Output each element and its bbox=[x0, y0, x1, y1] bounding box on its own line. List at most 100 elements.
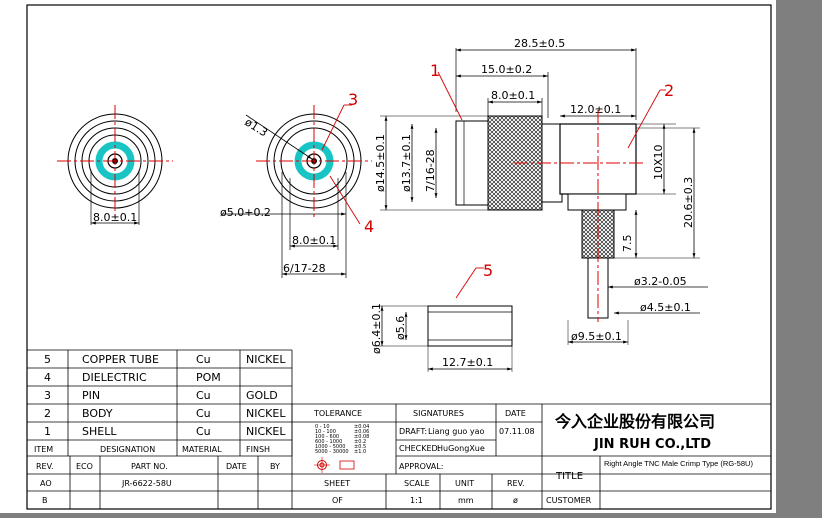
bom-cell-finish: GOLD bbox=[246, 389, 278, 402]
title-block bbox=[291, 403, 771, 509]
bom-header-finish: FINSH bbox=[246, 445, 270, 454]
bom-cell-item: 4 bbox=[44, 371, 51, 384]
rev-row-0-part: JR-6622-58U bbox=[121, 479, 172, 488]
tolerance-cell: 600 - 1000 bbox=[315, 439, 342, 445]
dim-thread: 6/17-28 bbox=[283, 262, 326, 275]
sheet-value: OF bbox=[332, 496, 343, 505]
title-value-box: Right Angle TNC Male Crimp Type (RG-58U) bbox=[604, 459, 753, 468]
tolerance-cell: 1000 - 5000 bbox=[315, 444, 345, 450]
title-label: TITLE bbox=[555, 471, 583, 482]
bom-cell-material: Cu bbox=[196, 353, 211, 366]
dim-dielectric-dia: ø5.0+0.2 bbox=[220, 206, 271, 219]
callout-2: 2 bbox=[664, 81, 674, 100]
dim-dia-45: ø4.5±0.1 bbox=[640, 301, 691, 314]
tolerance-cell: ±0.2 bbox=[354, 439, 366, 445]
bom-header-material: MATERIAL bbox=[182, 445, 222, 454]
bom-cell-finish: NICKEL bbox=[246, 407, 286, 420]
date-value: 07.11.08 bbox=[499, 427, 535, 436]
bom-cell-finish: NICKEL bbox=[246, 425, 286, 438]
tolerance-cell: ±0.5 bbox=[354, 444, 366, 450]
drawing-frame bbox=[26, 4, 772, 510]
dim-pin-dia: ø1.3 bbox=[242, 116, 269, 140]
date-label: DATE bbox=[505, 409, 526, 418]
rev-value: ø bbox=[513, 496, 518, 505]
checked-label: CHECKED: bbox=[399, 444, 440, 453]
bom-cell-item: 1 bbox=[44, 425, 51, 438]
rev-row-1-rev: B bbox=[42, 496, 48, 505]
customer-label: CUSTOMER bbox=[546, 496, 592, 505]
rev-label: REV. bbox=[507, 479, 525, 488]
dim-dia-32: ø3.2-0.05 bbox=[634, 275, 687, 288]
copper-tube-view: ø6.4±0.1 ø5.6 12.7±0.1 5 bbox=[370, 261, 513, 372]
bom-cell-name: DIELECTRIC bbox=[82, 371, 147, 384]
tolerance-cell: ±1.0 bbox=[354, 449, 366, 455]
dim-nut-length: 8.0±0.1 bbox=[491, 89, 535, 102]
bom-cell-name: BODY bbox=[82, 407, 113, 420]
bom-cell-item: 2 bbox=[44, 407, 51, 420]
bom-cell-material: Cu bbox=[196, 425, 211, 438]
bom-cell-material: Cu bbox=[196, 389, 211, 402]
tolerance-cell: ±0.04 bbox=[354, 424, 369, 430]
dim-dia-95: ø9.5±0.1 bbox=[571, 330, 622, 343]
bom-header-name: DESIGNATION bbox=[100, 445, 155, 454]
dim-dia-145: ø14.5±0.1 bbox=[374, 134, 387, 192]
revision-table bbox=[27, 456, 542, 509]
dim-height: 20.6±0.3 bbox=[682, 177, 695, 228]
front-view-left: 8.0±0.1 bbox=[57, 105, 173, 225]
tolerance-cell: ±0.08 bbox=[354, 434, 369, 440]
rev-header-by: BY bbox=[270, 462, 280, 471]
callout-3: 3 bbox=[348, 90, 358, 109]
bom-cell-material: POM bbox=[196, 371, 221, 384]
tolerance-cell: 10 - 100 bbox=[315, 429, 336, 435]
sheet-label: SHEET bbox=[324, 479, 350, 488]
bom-cell-finish: NICKEL bbox=[246, 353, 286, 366]
dim-tube-len: 12.7±0.1 bbox=[442, 356, 493, 369]
dim-overall-length: 28.5±0.5 bbox=[514, 37, 565, 50]
rev-header-date: DATE bbox=[226, 462, 247, 471]
unit-value: mm bbox=[458, 496, 474, 505]
dim-head-size: 10X10 bbox=[652, 144, 665, 180]
dim-tube-od: ø6.4±0.1 bbox=[370, 303, 383, 354]
bom-header-item: ITEM bbox=[34, 445, 53, 454]
bom-cell-item: 3 bbox=[44, 389, 51, 402]
dim-front-left-dia: 8.0±0.1 bbox=[93, 211, 137, 224]
dim-thread-716: 7/16-28 bbox=[424, 149, 437, 192]
bom-cell-item: 5 bbox=[44, 353, 51, 366]
bom-cell-name: COPPER TUBE bbox=[82, 353, 159, 366]
scale-value: 1:1 bbox=[410, 496, 423, 505]
callout-1: 1 bbox=[430, 61, 440, 80]
dim-dia-137: ø13.7±0.1 bbox=[400, 134, 413, 192]
side-view: 28.5±0.5 15.0±0.2 8.0±0.1 12.0±0.1 ø14.5… bbox=[374, 37, 708, 345]
company-english: JIN RUH CO.,LTD bbox=[593, 437, 711, 452]
drawing-sheet: 8.0±0.1 ø1.3 ø5.0+0.2 8.0±0.1 6/17-28 3 … bbox=[0, 0, 776, 513]
dim-tail-75: 7.5 bbox=[621, 235, 634, 253]
dim-body-length: 15.0±0.2 bbox=[481, 63, 532, 76]
dim-head-width: 12.0±0.1 bbox=[570, 103, 621, 116]
approval-label: APPROVAL: bbox=[399, 462, 443, 471]
bom-cell-name: SHELL bbox=[82, 425, 117, 438]
bom-cell-name: PIN bbox=[82, 389, 100, 402]
tolerance-title: TOLERANCE bbox=[313, 409, 362, 418]
rev-header-rev: REV. bbox=[36, 462, 54, 471]
draft-name: Liang guo yao bbox=[428, 427, 484, 436]
rev-header-eco: ECO bbox=[76, 462, 93, 471]
checked-name: HuGongXue bbox=[437, 444, 485, 453]
signatures-title: SIGNATURES bbox=[413, 409, 464, 418]
tolerance-cell: 5000 - 30000 bbox=[315, 449, 349, 455]
callout-4: 4 bbox=[364, 217, 374, 236]
rev-row-0-rev: AO bbox=[40, 479, 52, 488]
engineering-drawing: 8.0±0.1 ø1.3 ø5.0+0.2 8.0±0.1 6/17-28 3 … bbox=[26, 4, 772, 510]
dim-front-right-dia: 8.0±0.1 bbox=[292, 234, 336, 247]
unit-label: UNIT bbox=[455, 479, 474, 488]
tolerance-cell: 0 - 10 bbox=[315, 424, 330, 430]
draft-label: DRAFT: bbox=[399, 427, 427, 436]
rev-header-part: PART NO. bbox=[131, 462, 168, 471]
tolerance-cell: ±0.06 bbox=[354, 429, 369, 435]
company-chinese: 今入企业股份有限公司 bbox=[554, 412, 715, 431]
callout-5: 5 bbox=[483, 261, 493, 280]
projection-icon bbox=[314, 457, 355, 473]
title-value: Right Angle TNC Male Crimp Type (RG-58U) bbox=[604, 459, 753, 468]
bom-cell-material: Cu bbox=[196, 407, 211, 420]
